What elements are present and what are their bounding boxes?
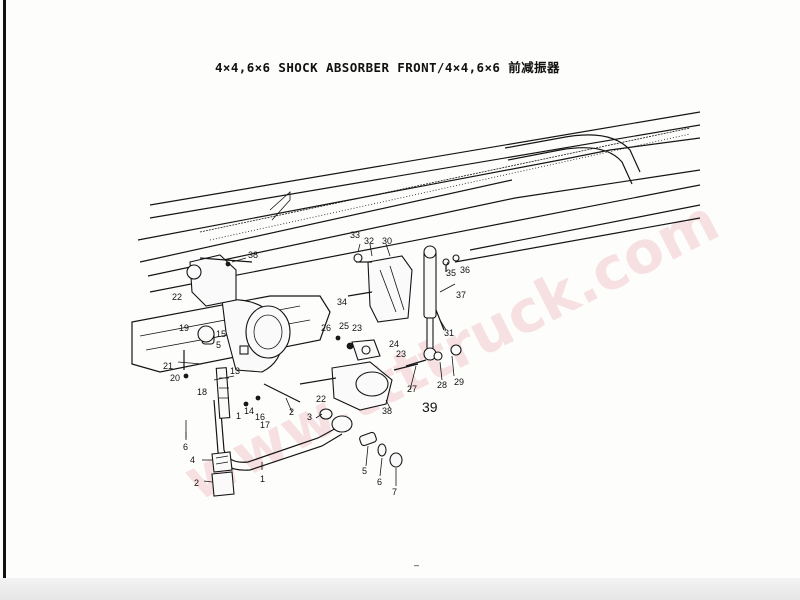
- callout-34: 34: [337, 297, 347, 307]
- callout-21: 21: [163, 361, 173, 371]
- callout-2: 2: [194, 478, 199, 488]
- diagram-title: 4×4,6×6 SHOCK ABSORBER FRONT/4×4,6×6 前减振…: [215, 60, 560, 75]
- callout-26: 26: [321, 323, 331, 333]
- callout-13: 13: [230, 366, 240, 376]
- callout-27: 27: [407, 384, 417, 394]
- callout-22: 22: [172, 292, 182, 302]
- callout-7: 7: [392, 487, 397, 497]
- callout-14: 14: [244, 406, 254, 416]
- callout-32: 32: [364, 236, 374, 246]
- callout-15: 15: [216, 329, 226, 339]
- callout-20: 20: [170, 373, 180, 383]
- callout-23: 23: [396, 349, 406, 359]
- scan-bottom-edge: [0, 578, 800, 600]
- spring-bracket: [186, 254, 253, 307]
- callout-19: 19: [179, 323, 189, 333]
- front-crossmember: [131, 295, 331, 373]
- callout-35: 35: [446, 268, 456, 278]
- callout-38: 38: [382, 406, 392, 416]
- shock-absorber: [356, 245, 437, 361]
- callout-30: 30: [382, 236, 392, 246]
- callout-6: 6: [377, 477, 382, 487]
- frame-rails: [137, 111, 701, 293]
- callout-6: 6: [183, 442, 188, 452]
- callout-17: 17: [260, 420, 270, 430]
- page-mark: –: [414, 560, 419, 570]
- callout-1: 1: [260, 474, 265, 484]
- link-rods: [183, 325, 301, 419]
- callout-29: 29: [454, 377, 464, 387]
- callout-25: 25: [339, 321, 349, 331]
- callout-1: 1: [236, 411, 241, 421]
- axle-housing: [299, 339, 393, 411]
- scan-border-left: [3, 0, 6, 600]
- callout-22: 22: [316, 394, 326, 404]
- callout-4: 4: [190, 455, 195, 465]
- callout-18: 18: [197, 387, 207, 397]
- callout-37: 37: [456, 290, 466, 300]
- callout-24: 24: [389, 339, 399, 349]
- callout-38: 38: [248, 250, 258, 260]
- leader-lines: [185, 243, 456, 486]
- callout-5: 5: [216, 340, 221, 350]
- callout-36: 36: [460, 265, 470, 275]
- callout-28: 28: [437, 380, 447, 390]
- callout-39: 39: [422, 399, 438, 415]
- callout-23: 23: [352, 323, 362, 333]
- clamp-parts: [211, 451, 235, 497]
- callout-2: 2: [289, 407, 294, 417]
- callout-16: 16: [255, 412, 265, 422]
- callout-5: 5: [362, 466, 367, 476]
- callout-33: 33: [350, 230, 360, 240]
- callout-labels: 1 2 2 3 4 5 5 6 6 7 13 14 15 16 17 18 19…: [163, 230, 470, 497]
- callout-31: 31: [444, 328, 454, 338]
- small-hardware: [177, 253, 462, 468]
- callout-3: 3: [307, 412, 312, 422]
